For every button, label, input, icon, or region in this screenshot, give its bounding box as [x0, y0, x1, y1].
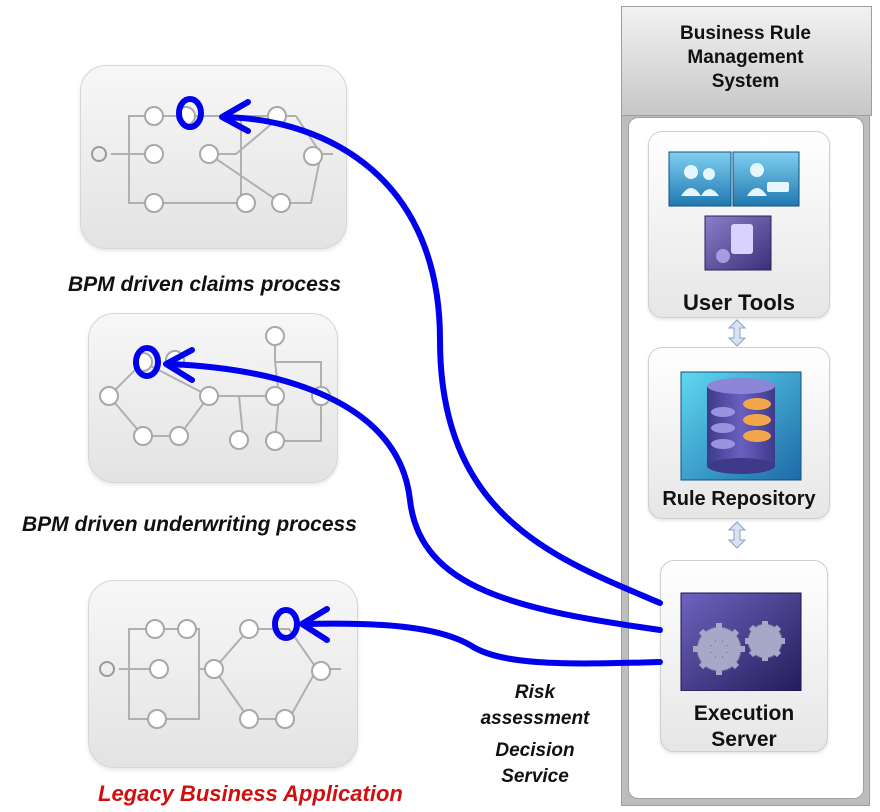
brms-title-line-2: Management	[687, 47, 804, 68]
arrowhead-underwriting	[163, 347, 195, 383]
execution-server-label-line-1: Execution	[693, 702, 795, 725]
brms-title-line-3: System	[711, 71, 780, 92]
execution-server-box: Execution Server	[660, 560, 828, 752]
decision-service-line-2: assessment	[480, 708, 590, 729]
arrow-to-underwriting	[167, 361, 663, 633]
target-step-claims	[176, 96, 204, 130]
brms-title-line-1: Business Rule	[680, 23, 811, 44]
decision-service-line-1: Risk	[514, 682, 556, 703]
target-step-legacy	[272, 607, 300, 641]
decision-service-line-3: Decision	[495, 740, 575, 761]
claims-process-caption: BPM driven claims process	[68, 273, 342, 296]
execution-server-label-line-2: Server	[711, 728, 777, 751]
decision-service-label: Risk assessment Decision Service	[470, 680, 600, 790]
user-tools-label: User Tools	[682, 290, 796, 315]
execution-server-label: Execution Server	[661, 701, 827, 753]
brms-header	[621, 6, 872, 116]
connector-usertools-repository	[727, 319, 747, 347]
user-tools-box: User Tools	[648, 131, 830, 318]
user-tools-icon	[668, 151, 800, 271]
brms-title: Business Rule Management System	[621, 22, 870, 94]
rule-repository-icon	[680, 371, 802, 481]
legacy-application-flow	[99, 619, 341, 729]
arrowhead-legacy	[299, 606, 330, 643]
underwriting-process-caption: BPM driven underwriting process	[22, 513, 357, 536]
legacy-application-caption: Legacy Business Application	[98, 781, 403, 806]
underwriting-process-card	[88, 313, 338, 483]
arrowhead-claims	[219, 99, 251, 134]
arrow-to-claims	[222, 114, 663, 606]
execution-server-icon	[680, 592, 802, 691]
legacy-application-card	[88, 580, 358, 768]
rule-repository-box: Rule Repository	[648, 347, 830, 519]
underwriting-process-flow	[99, 326, 331, 451]
connector-repository-execution	[727, 521, 747, 549]
target-step-underwriting	[133, 345, 161, 379]
rule-repository-label: Rule Repository	[662, 488, 816, 510]
decision-service-line-4: Service	[501, 766, 569, 787]
arrow-to-legacy	[302, 620, 663, 667]
